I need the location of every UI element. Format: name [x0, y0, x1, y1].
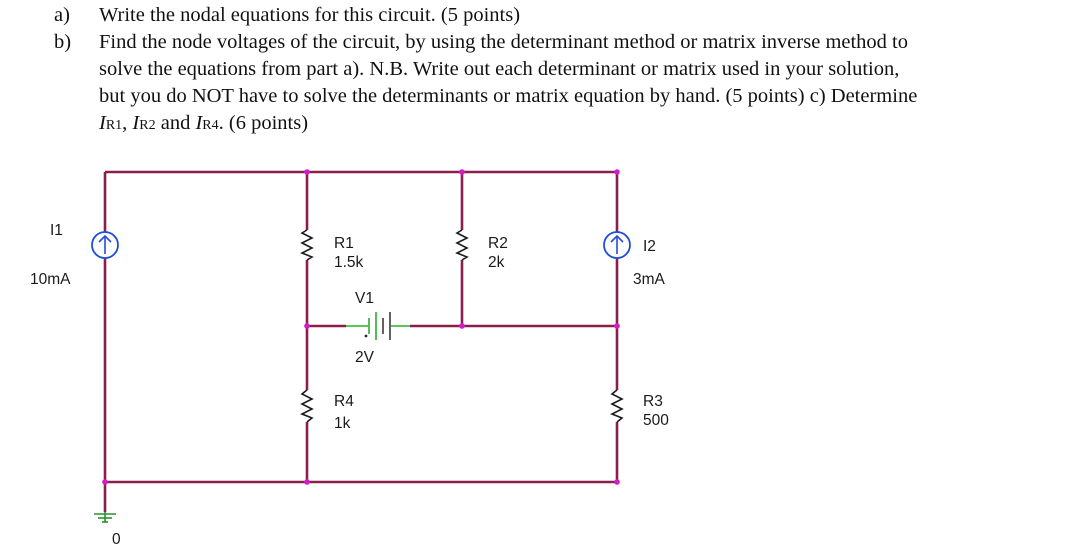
r4-name-label: R4	[334, 393, 354, 410]
node-dot	[614, 479, 620, 485]
part-b-label: b)	[54, 31, 72, 53]
resistor-r2-icon	[455, 229, 469, 261]
v1-name-label: V1	[355, 290, 374, 307]
resistor-r1-icon	[300, 229, 314, 261]
node-dot	[304, 323, 310, 329]
part-a-label: a)	[54, 4, 70, 26]
part-b-line-1: Find the node voltages of the circuit, b…	[99, 31, 908, 53]
r2-name-label: R2	[488, 235, 508, 252]
current-ir2-subscript: R2	[139, 118, 156, 133]
current-source-i1-icon	[91, 231, 119, 259]
node-dot	[102, 479, 108, 485]
current-ir1-subscript: R1	[105, 118, 123, 133]
current-ir1-symbol: I	[99, 112, 106, 134]
resistor-r4-icon	[300, 389, 314, 423]
current-ir4-subscript: R4	[202, 118, 219, 133]
ground-label: 0	[112, 531, 121, 548]
node-dot	[459, 169, 465, 175]
current-ir4-symbol: I	[195, 112, 203, 134]
i1-name-label: I1	[50, 222, 63, 239]
v1-value-label: 2V	[355, 349, 375, 366]
node-dot	[459, 323, 465, 329]
i2-value-label: 3mA	[633, 271, 666, 288]
node-dot	[614, 323, 620, 329]
resistor-r3-icon	[610, 389, 624, 423]
node-dot	[304, 479, 310, 485]
r4-value-label: 1k	[334, 415, 351, 432]
i2-name-label: I2	[643, 238, 656, 255]
circuit-schematic: I1 10mA I2 3mA R1 1.5k R2 2k R4 1k R3 50…	[30, 169, 669, 548]
and-text: and	[155, 112, 196, 134]
part-b-line-2: solve the equations from part a). N.B. W…	[99, 58, 900, 80]
node-dot	[304, 169, 310, 175]
current-source-i2-icon	[603, 231, 631, 259]
i1-value-label: 10mA	[30, 271, 71, 288]
part-c-currents: IR1, IR2 and IR4. (6 points)	[99, 111, 308, 138]
part-b-line-3: but you do NOT have to solve the determi…	[99, 85, 918, 107]
points-text: . (6 points)	[218, 112, 309, 134]
battery-v1-icon	[346, 312, 410, 340]
part-a-text: Write the nodal equations for this circu…	[99, 4, 521, 26]
r1-name-label: R1	[334, 235, 354, 252]
ground-icon	[94, 512, 116, 523]
r1-value-label: 1.5k	[334, 254, 364, 271]
current-ir2-symbol: I	[132, 112, 140, 134]
r3-name-label: R3	[643, 393, 663, 410]
node-dot	[614, 169, 620, 175]
r2-value-label: 2k	[488, 254, 505, 271]
r3-value-label: 500	[643, 412, 669, 429]
separator-comma: ,	[122, 112, 133, 134]
